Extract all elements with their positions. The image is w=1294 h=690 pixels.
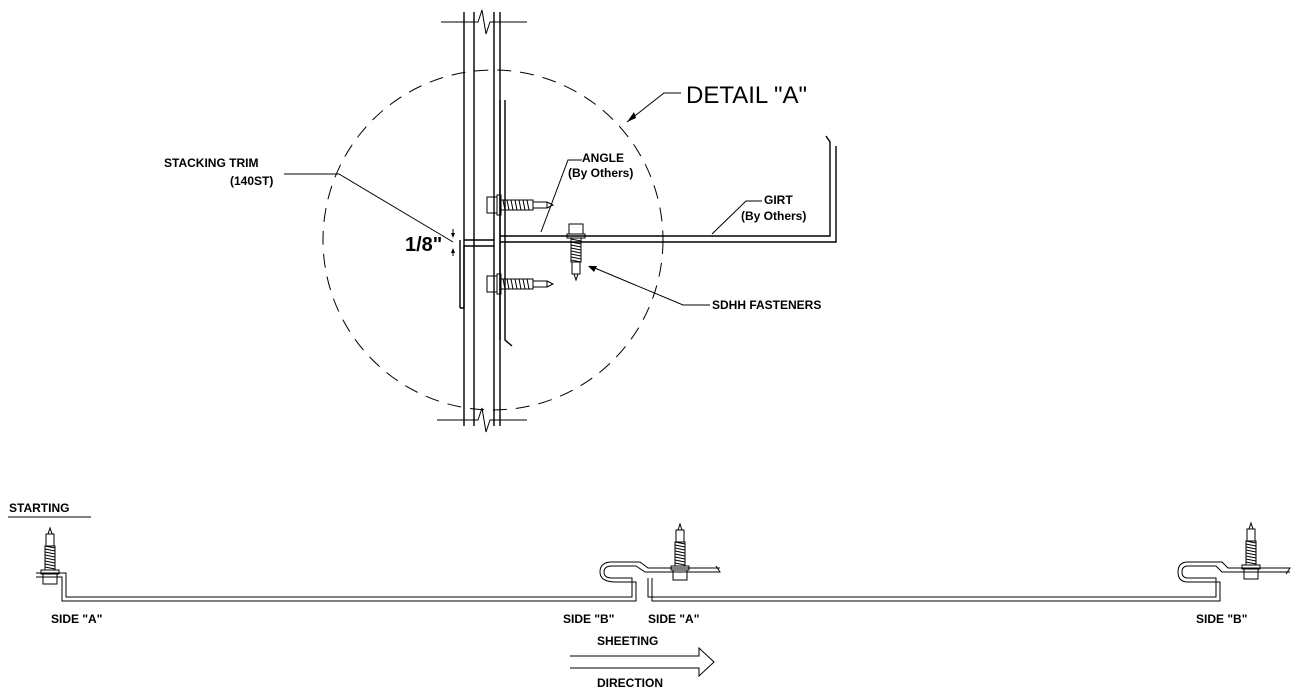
stacking-trim-code: (140ST) <box>230 174 273 188</box>
detail-circle <box>322 69 664 411</box>
gap-label: 1/8" <box>405 234 442 256</box>
angle-label: ANGLE <box>582 151 624 165</box>
direction-top-label: SHEETING <box>597 634 658 648</box>
end-screw <box>1241 522 1261 580</box>
detail-a-drawing <box>284 9 837 433</box>
stacking-trim <box>459 239 494 309</box>
starting-label: STARTING <box>9 501 69 515</box>
leader-angle <box>540 159 582 233</box>
leader-fasteners <box>589 265 710 306</box>
detail-title: DETAIL "A" <box>686 82 807 109</box>
break-mark-bottom <box>437 407 527 433</box>
girt-note: (By Others) <box>741 209 806 223</box>
angle-note: (By Others) <box>568 166 633 180</box>
break-mark-top <box>441 9 527 35</box>
girt-label: GIRT <box>764 193 793 207</box>
direction-arrow <box>570 646 715 678</box>
girt-section <box>500 135 837 243</box>
direction-bottom-label: DIRECTION <box>597 676 663 690</box>
stacking-trim-label: STACKING TRIM <box>164 156 258 170</box>
side-b-label-1: SIDE "B" <box>563 612 614 626</box>
fasteners-label: SDHH FASTENERS <box>712 298 821 312</box>
wall-panel <box>463 12 501 426</box>
side-b-label-2: SIDE "B" <box>1196 612 1247 626</box>
starting-screw <box>40 527 60 585</box>
side-a-label-1: SIDE "A" <box>51 612 102 626</box>
side-a-label-2: SIDE "A" <box>648 612 699 626</box>
sheeting-profile <box>8 516 1291 678</box>
angle-section <box>499 100 513 347</box>
leader-girt <box>711 200 762 235</box>
leader-detail <box>626 92 681 123</box>
leader-stacking-trim <box>284 173 454 243</box>
